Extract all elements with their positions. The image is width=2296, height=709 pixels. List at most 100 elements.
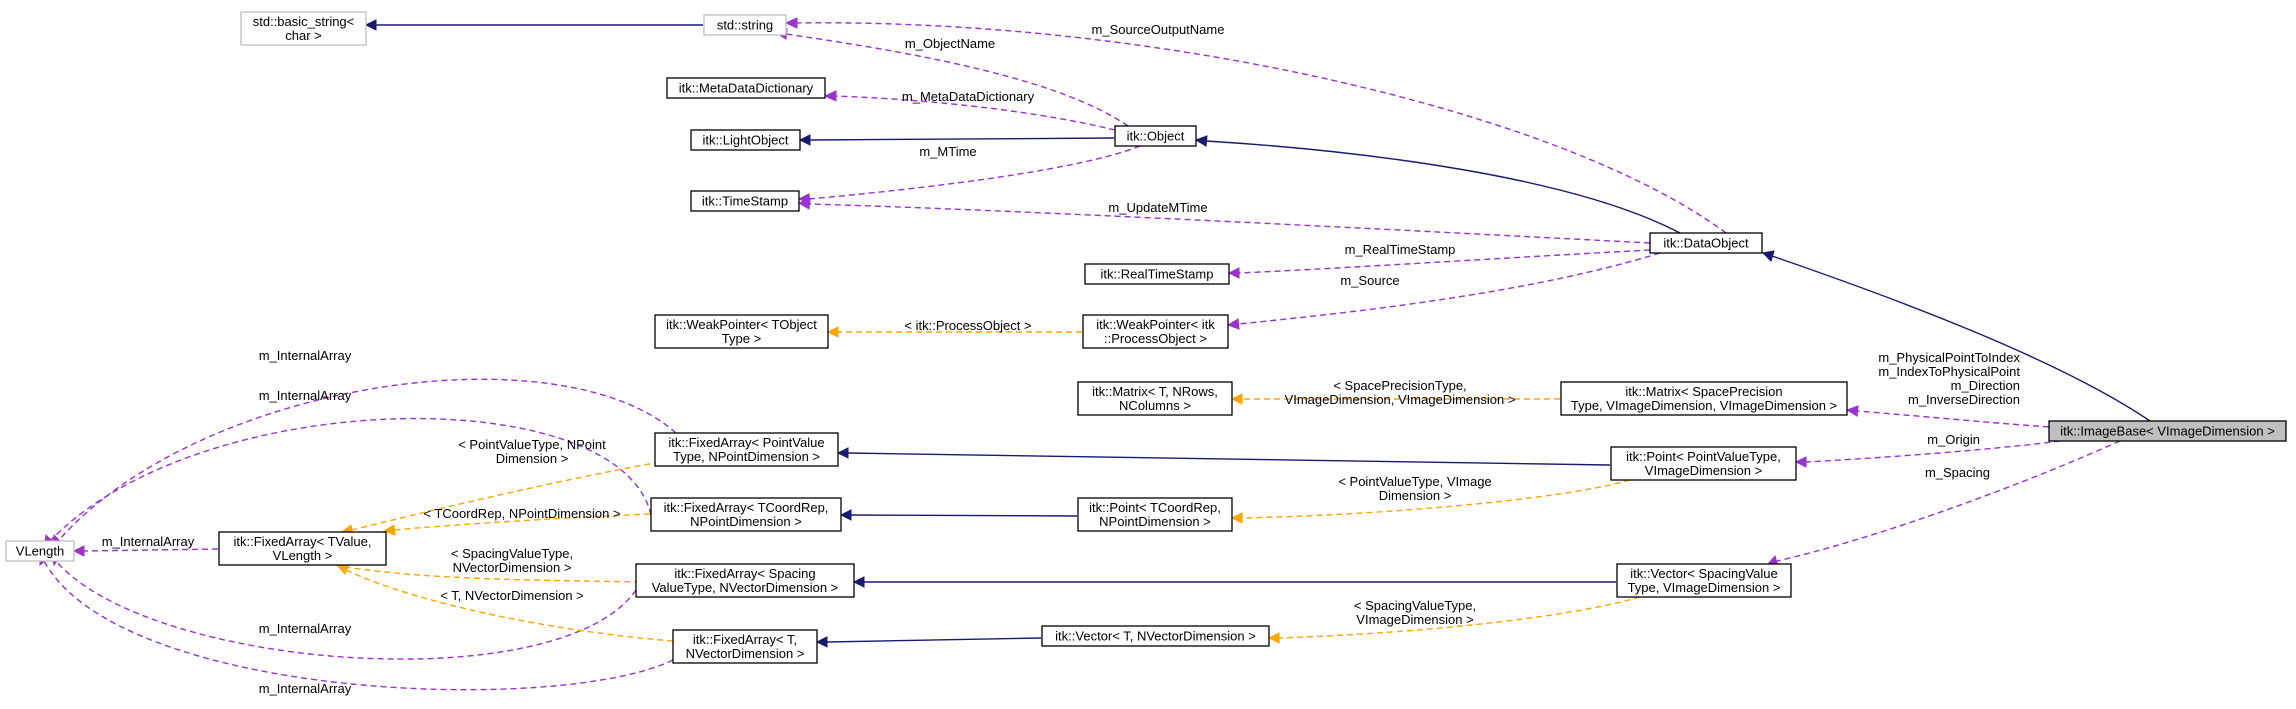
class-box <box>635 563 855 598</box>
class-box <box>1649 232 1763 254</box>
class-node-imagebase[interactable]: itk::ImageBase< VImageDimension > <box>2048 420 2287 442</box>
class-node-basic-string[interactable]: std::basic_string<char > <box>240 11 367 46</box>
edge-line <box>57 378 677 542</box>
class-box <box>690 190 800 212</box>
class-name-line: itk::FixedArray< TCoordRep, <box>664 500 829 515</box>
class-box <box>654 314 829 349</box>
class-node-point-tc[interactable]: itk::Point< TCoordRep,NPointDimension > <box>1077 497 1233 532</box>
class-node-fa-tvalue[interactable]: itk::FixedArray< TValue,VLength > <box>218 531 387 566</box>
edge-line <box>1278 596 1641 639</box>
class-node-fa-tcoord[interactable]: itk::FixedArray< TCoordRep,NPointDimensi… <box>650 497 842 532</box>
class-node-fa-t[interactable]: itk::FixedArray< T,NVectorDimension > <box>672 629 818 664</box>
edge-sourceoutputname: m_SourceOutputName <box>784 17 1727 234</box>
class-node-vector-t[interactable]: itk::Vector< T, NVectorDimension > <box>1041 625 1270 647</box>
class-name-line: itk::Matrix< T, NRows, <box>1092 384 1218 399</box>
edge-line <box>785 33 1129 127</box>
class-name-line: itk::WeakPointer< itk <box>1096 317 1215 332</box>
class-name-line: itk::DataObject <box>1663 236 1749 251</box>
edge-line <box>1205 140 1681 234</box>
edge-label: VImageDimension > <box>1356 612 1473 627</box>
class-box <box>1114 125 1197 147</box>
edge-label: m_IndexToPhysicalPoint <box>1878 364 2020 379</box>
class-name-line: itk::FixedArray< Spacing <box>674 566 815 581</box>
class-name-line: itk::Matrix< SpacePrecision <box>1625 384 1782 399</box>
edge-arrowhead <box>72 545 85 557</box>
class-box <box>672 629 818 664</box>
edge-label: VImageDimension, VImageDimension > <box>1285 392 1516 407</box>
class-box <box>1560 381 1848 416</box>
class-name-line: itk::Point< TCoordRep, <box>1089 500 1221 515</box>
class-box <box>240 11 367 46</box>
edge-arrowhead <box>815 636 828 648</box>
class-node-point-pv[interactable]: itk::Point< PointValueType,VImageDimensi… <box>1610 446 1797 481</box>
edge-line <box>83 548 219 552</box>
class-box <box>1084 263 1230 285</box>
edge-arrowhead <box>1227 267 1240 279</box>
class-name-line: itk::FixedArray< TValue, <box>234 534 372 549</box>
edge-fapoint-pointpv <box>836 447 1611 466</box>
class-node-realtimestamp[interactable]: itk::RealTimeStamp <box>1084 263 1230 285</box>
class-node-vlength[interactable]: VLength <box>5 540 75 562</box>
edge-tpl-fat: < T, NVectorDimension > <box>336 564 674 642</box>
class-name-line: itk::MetaDataDictionary <box>679 81 814 96</box>
class-name-line: Type, VImageDimension > <box>1628 580 1781 595</box>
class-box <box>1077 497 1233 532</box>
class-name-line: itk::FixedArray< PointValue <box>668 435 824 450</box>
edges-layer: m_SourceOutputNamem_ObjectNamem_MetaData… <box>39 17 2151 696</box>
class-node-dataobject[interactable]: itk::DataObject <box>1649 232 1763 254</box>
class-box <box>666 77 826 99</box>
edge-arrowhead <box>1761 250 1775 262</box>
class-name-line: NVectorDimension > <box>686 646 805 661</box>
class-name-line: char > <box>285 28 322 43</box>
class-box <box>218 531 387 566</box>
edge-arrowhead <box>336 564 350 575</box>
class-node-matrix-t[interactable]: itk::Matrix< T, NRows,NColumns > <box>1077 381 1233 416</box>
class-name-line: NColumns > <box>1119 398 1191 413</box>
edge-arrowhead <box>1794 456 1807 468</box>
edge-line <box>1238 249 1651 274</box>
class-box <box>1077 381 1233 416</box>
edge-lightobject-object <box>798 134 1115 146</box>
class-node-object[interactable]: itk::Object <box>1114 125 1197 147</box>
class-node-fa-spacing[interactable]: itk::FixedArray< SpacingValueType, NVect… <box>635 563 855 598</box>
edge-label: m_Origin <box>1927 432 1980 447</box>
edge-label: NVectorDimension > <box>453 560 572 575</box>
class-node-weakptr-po[interactable]: itk::WeakPointer< itk::ProcessObject > <box>1082 314 1229 349</box>
class-name-line: itk::Vector< T, NVectorDimension > <box>1055 629 1256 644</box>
class-name-line: NPointDimension > <box>1099 514 1211 529</box>
edge-arrowhead <box>1267 632 1280 644</box>
class-node-vector-sv[interactable]: itk::Vector< SpacingValueType, VImageDim… <box>1616 563 1792 598</box>
edge-line <box>55 560 637 660</box>
edge-label: m_Spacing <box>1925 465 1990 480</box>
edge-line <box>826 637 1042 643</box>
edge-tpl-fapoint: < PointValueType, NPointDimension > <box>340 437 661 536</box>
class-node-matrix-sp[interactable]: itk::Matrix< SpacePrecisionType, VImageD… <box>1560 381 1848 416</box>
edge-label: m_SourceOutputName <box>1092 22 1225 37</box>
class-name-line: NPointDimension > <box>690 514 802 529</box>
class-name-line: ::ProcessObject > <box>1104 331 1207 346</box>
edge-label: m_InternalArray <box>259 388 352 403</box>
edge-line <box>850 514 1078 517</box>
class-name-line: VImageDimension > <box>1645 463 1762 478</box>
edge-line <box>49 417 652 542</box>
edge-label: m_InternalArray <box>102 534 195 549</box>
class-node-fa-point[interactable]: itk::FixedArray< PointValueType, NPointD… <box>654 432 839 467</box>
class-name-line: itk::Point< PointValueType, <box>1626 449 1781 464</box>
class-name-line: VLength > <box>273 548 333 563</box>
class-node-lightobject[interactable]: itk::LightObject <box>690 129 801 151</box>
class-name-line: Type > <box>722 331 761 346</box>
edge-label: m_RealTimeStamp <box>1345 242 1456 257</box>
edge-updatemtime: m_UpdateMTime <box>797 198 1651 244</box>
edge-arrowhead <box>852 576 865 588</box>
edge-label: < T, NVectorDimension > <box>440 588 584 603</box>
class-node-metadict[interactable]: itk::MetaDataDictionary <box>666 77 826 99</box>
class-node-string[interactable]: std::string <box>703 14 787 36</box>
edge-metadatadictionary: m_MetaDataDictionary <box>823 89 1116 131</box>
class-node-timestamp[interactable]: itk::TimeStamp <box>690 190 800 212</box>
class-name-line: Type, VImageDimension, VImageDimension > <box>1571 398 1837 413</box>
edge-label: < SpacingValueType, <box>451 546 573 561</box>
edge-faspacing-vectorsv <box>852 576 1616 588</box>
edge-arrowhead <box>382 524 396 536</box>
edge-line <box>808 203 1651 244</box>
